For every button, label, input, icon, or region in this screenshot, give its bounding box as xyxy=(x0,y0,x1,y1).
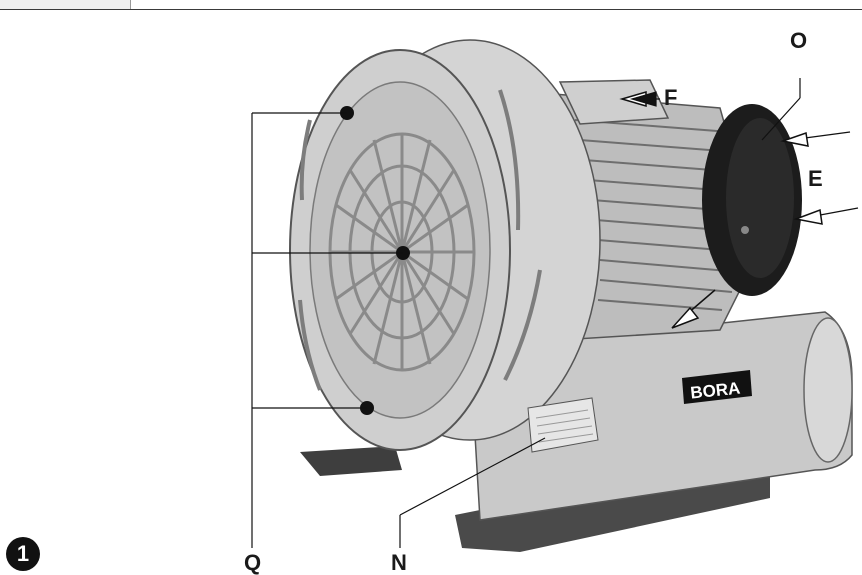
housing-ribs xyxy=(298,89,542,391)
f-arrow xyxy=(619,91,660,107)
e-arrows xyxy=(780,131,859,225)
label-f: F xyxy=(664,85,678,110)
label-o: O xyxy=(790,28,808,53)
label-e: E xyxy=(808,166,823,191)
terminal-box xyxy=(558,79,670,125)
header-tab xyxy=(0,0,131,9)
brand-logo: BORA xyxy=(682,370,752,404)
cooling-arrow xyxy=(671,289,716,329)
rear-foot xyxy=(300,446,402,476)
silencer-end xyxy=(803,317,853,463)
header-rule xyxy=(0,9,862,10)
label-q: Q xyxy=(244,550,262,575)
label-n: N xyxy=(391,550,407,575)
figure-number-badge: 1 xyxy=(6,537,40,571)
q-leader-lines xyxy=(251,112,403,548)
